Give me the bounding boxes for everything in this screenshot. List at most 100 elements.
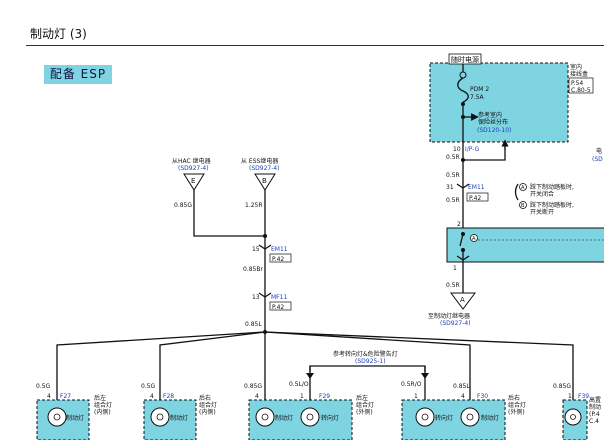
page-ref-1: P.42 <box>469 195 481 202</box>
svg-text:A: A <box>472 236 476 242</box>
lamp2-bulb-icon <box>150 407 170 427</box>
switch-blade <box>459 233 464 247</box>
right-edge-text-1: 电 <box>596 147 602 155</box>
mf11-page-box <box>269 301 292 311</box>
note-b-1: 踩下制动踏板时, <box>530 201 574 209</box>
svg-text:B: B <box>521 203 525 209</box>
junction-em11: 15 EM11 P.42 0.85Br <box>243 244 292 273</box>
fuse-box: 随时电源 室内 接线盒 P.54 C.80-5 PDM 2 7.5A 参考室内 … <box>429 53 594 153</box>
lamp4-wire: 0.85L <box>453 383 470 390</box>
lamp5-side-3: (P.4 <box>589 411 600 418</box>
lamp5-bulb-icon <box>564 408 582 426</box>
fuse-name: PDM 2 <box>470 86 489 93</box>
lamp4-side-2: 组合灯 <box>508 401 526 409</box>
note-b-marker <box>519 201 527 209</box>
lamp4t-wire: 0.5R/O <box>401 381 422 388</box>
turn-ref-bracket <box>309 365 426 372</box>
fuse-element <box>457 77 469 103</box>
turn-ref-code: (SD925-1) <box>355 358 386 365</box>
em11-name: EM11 <box>271 246 288 253</box>
brake-switch: 2 A 1 <box>446 221 604 272</box>
lamp-high-mount: 0.85G 1 F39 高置 制动 (P.4 C.4 <box>553 383 601 440</box>
right-edge-text-2: (SD <box>592 156 603 163</box>
lamp1-label: 制动灯 <box>66 414 84 422</box>
wire-label-br: 0.85Br <box>243 266 263 273</box>
lamp2-side-2: 组合灯 <box>199 401 217 409</box>
relay-code: (SD927-4) <box>440 320 471 327</box>
junction-mf11: 13 MF11 P.42 0.85L <box>245 292 292 328</box>
connector-chevron-1 <box>456 183 470 189</box>
note-a-2: 开关闭合 <box>530 190 554 198</box>
ess-letter: B <box>262 177 267 185</box>
mf11-name: MF11 <box>271 294 287 301</box>
lamp2-side-1: 后右 <box>199 394 211 402</box>
lamp3t-conn: F29 <box>319 393 330 400</box>
dist-ref-1: 参考室内 <box>478 111 502 119</box>
ess-triangle <box>254 173 276 191</box>
mf11-pin: 13 <box>252 294 260 301</box>
lamp3-side-1: 后左 <box>356 394 368 402</box>
lamp3-side-3: (外侧) <box>356 408 373 416</box>
lamp1-bulb-icon <box>47 407 67 427</box>
wire-label-main: 0.85L <box>245 321 262 328</box>
em11-chevron <box>258 244 272 250</box>
switch-pin-2: 2 <box>457 221 461 228</box>
lamp5-side-2: 制动 <box>589 403 601 411</box>
wire-label-w4: 0.5R <box>446 282 460 289</box>
lamp1-conn: F27 <box>60 393 71 400</box>
lamp2-pin: 4 <box>150 393 154 400</box>
relay-label: 至制动灯继电器 <box>428 312 470 320</box>
lamp4-side-3: (外侧) <box>508 408 525 416</box>
lamp3-label: 制动灯 <box>275 414 293 422</box>
junction-box-shape <box>429 62 569 143</box>
lamp3t-label: 转向灯 <box>321 414 339 422</box>
lamp4t-pin: 1 <box>414 393 418 400</box>
source-splice <box>263 234 267 238</box>
wire-label-w2: 0.5R <box>446 172 460 179</box>
wire-label-hac: 0.85G <box>174 202 192 209</box>
dist-ref-2: 保险丝分布 <box>478 118 508 126</box>
feed-wire-loop <box>462 142 506 161</box>
lamp1-wire: 0.5G <box>36 383 51 390</box>
em11-page: P.42 <box>272 256 284 263</box>
lamp3t-wire: 0.5L/O <box>289 381 309 388</box>
box-ref-frame <box>568 77 594 94</box>
turn-arrow-right <box>421 373 429 379</box>
box-label-2: 接线盒 <box>570 70 588 78</box>
note-brace <box>514 183 519 201</box>
lamp4t-bulb-icon <box>415 407 435 427</box>
mf11-page: P.42 <box>272 304 284 311</box>
lamp-rear-right-inner: 0.5G 4 F28 制动灯 后右 组合灯 (内侧) <box>141 383 217 440</box>
wire-label-w3: 0.5R <box>446 197 460 204</box>
switch-pin-1: 1 <box>453 265 457 272</box>
bus-to-lamp4 <box>264 331 471 400</box>
hac-triangle <box>183 173 205 191</box>
relay-off-page-triangle <box>450 292 476 310</box>
em11-connector: EM11 <box>468 184 485 191</box>
em11-page-box <box>269 253 292 263</box>
lamp-rear-left-inner: 0.5G 4 F27 制动灯 后左 组合灯 (内侧) <box>36 383 112 440</box>
turn-ref-text: 参考转向灯&危险警告灯 <box>333 350 398 358</box>
note-a-1: 踩下制动踏板时, <box>530 183 574 191</box>
hac-source: 从HAC 继电器 (SD927-4) E 0.85G <box>172 157 263 237</box>
lamp4-bulb-icon <box>460 407 480 427</box>
lamp5-conn: F39 <box>578 393 589 400</box>
ess-source: 从 ESS继电器 (SD927-4) B 1.25R <box>241 157 280 332</box>
brake-switch-body <box>446 227 604 263</box>
lamp4-label: 制动灯 <box>481 414 499 422</box>
box-ref-2: C.80-5 <box>571 87 591 94</box>
lamp-rear-right-outer: 0.5R/O 1 0.85L 4 F30 转向灯 制动灯 后右 组合灯 (外侧) <box>401 381 526 440</box>
em11-pin: 15 <box>252 246 260 253</box>
lamp2-label: 制动灯 <box>170 414 188 422</box>
fuse-connector: I/P-G <box>465 146 480 153</box>
lamp3-pin: 4 <box>255 393 259 400</box>
wire-label-w1: 0.5R <box>446 154 460 161</box>
lamp2-conn: F28 <box>163 393 174 400</box>
note-a-marker <box>519 183 527 191</box>
lamp2-wire: 0.5G <box>141 383 156 390</box>
page-ref-box-1 <box>466 192 489 202</box>
bus-to-lamp2 <box>159 331 266 400</box>
lamp5-wire: 0.85G <box>553 383 571 390</box>
